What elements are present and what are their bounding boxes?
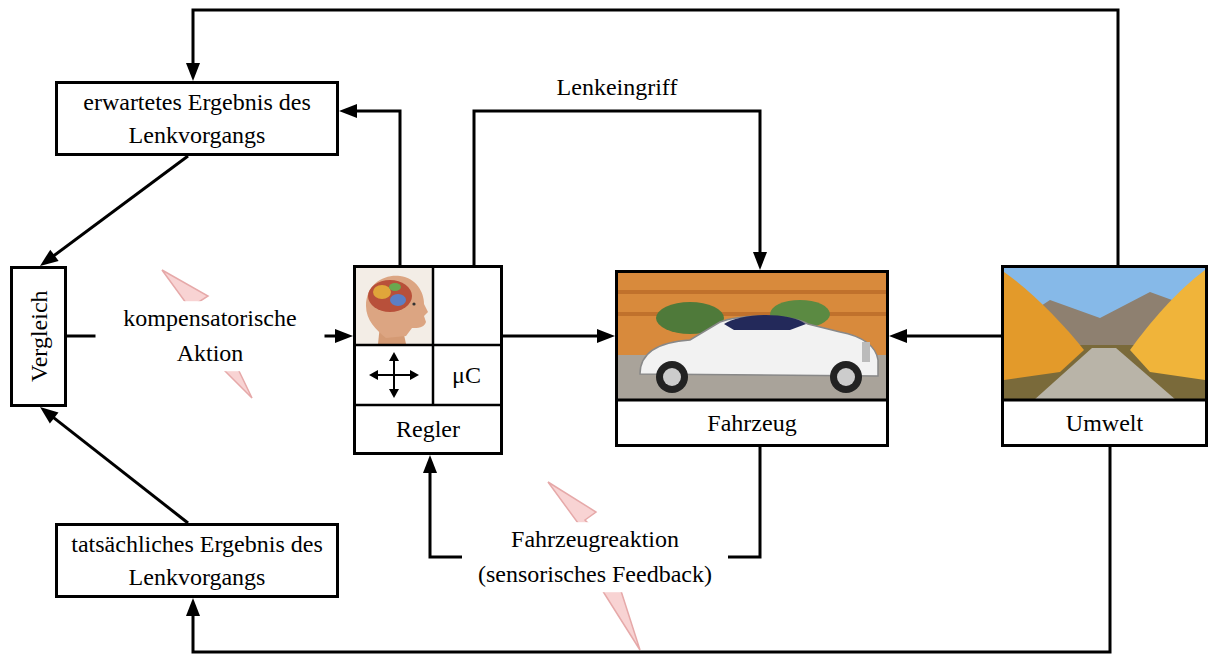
head-brain	[368, 280, 412, 312]
brain-region	[373, 285, 391, 299]
node-text: Fahrzeug	[707, 407, 796, 439]
car-rim	[663, 368, 681, 386]
arrowhead	[186, 598, 200, 616]
result-box: tatsächliches Ergebnis des Lenkvorgangs	[55, 523, 339, 598]
connector-line	[193, 447, 1110, 652]
connector	[67, 329, 353, 343]
connector-line	[67, 335, 339, 338]
controller-grid-line	[432, 268, 435, 405]
car-top	[724, 315, 806, 330]
arrowhead	[40, 250, 59, 266]
connector-line	[903, 335, 1001, 338]
arrowhead	[423, 455, 437, 473]
arrowhead	[335, 329, 353, 343]
head-picture-ground	[356, 268, 433, 345]
node-text: Umwelt	[1066, 407, 1143, 439]
connector	[503, 329, 615, 343]
connector	[186, 447, 1110, 652]
car-wheel	[830, 361, 862, 393]
car-wheel	[656, 361, 688, 393]
cross-arrow-head	[369, 370, 378, 380]
text-area: erwartetes Ergebnis des Lenkvorgangs	[58, 84, 336, 153]
connector-line	[430, 447, 760, 557]
text-area: μC	[433, 345, 500, 405]
arrowhead	[597, 329, 615, 343]
node-text: Vergleich	[22, 291, 54, 383]
edge-label: Lenkeingriff	[557, 70, 678, 105]
brain-region	[389, 283, 401, 291]
connector	[186, 10, 1118, 265]
node-text: μC	[452, 359, 481, 391]
connector-line	[193, 10, 1118, 265]
connector-line	[474, 111, 760, 265]
environment-box: Umwelt	[1001, 265, 1208, 447]
landscape-trees	[1004, 272, 1084, 380]
car-picture-stripe	[618, 290, 886, 294]
microcontroller-cell: μC	[433, 345, 500, 405]
controller-box: Regler μC	[353, 265, 503, 455]
node-text: tatsächliches Ergebnis des Lenkvorgangs	[60, 528, 334, 593]
connector	[889, 329, 1001, 343]
node-text: erwartetes Ergebnis des Lenkvorgangs	[60, 86, 334, 151]
car-rim	[837, 368, 855, 386]
text-area: Regler	[356, 407, 500, 452]
compare-box: Vergleich	[10, 266, 67, 407]
caption-divider	[1004, 399, 1205, 402]
lightning-bolt	[548, 482, 640, 650]
arrowhead	[889, 329, 907, 343]
cross-arrow-line	[393, 357, 395, 393]
connector	[423, 447, 760, 557]
connector	[40, 407, 188, 523]
caption-divider	[618, 399, 886, 402]
brain-region	[390, 294, 406, 306]
text-area: Vergleich	[13, 269, 64, 404]
connector-line	[51, 416, 188, 523]
head-eye	[412, 302, 415, 305]
cross-arrow-head	[389, 352, 399, 361]
arrowhead	[753, 252, 767, 270]
controller-grid-line	[356, 344, 500, 347]
connector-line	[503, 335, 601, 338]
edge-label: kompensatorische Aktion	[96, 301, 325, 371]
text-area: Umwelt	[1004, 402, 1205, 444]
connector-line	[353, 111, 400, 265]
head-face	[366, 276, 428, 338]
arrowhead	[186, 63, 200, 81]
cross-arrow-head	[389, 389, 399, 398]
edge-label: Fahrzeugreaktion (sensorisches Feedback)	[462, 522, 728, 592]
landscape-road	[1034, 348, 1176, 400]
arrowhead	[40, 407, 58, 424]
connector	[474, 111, 767, 270]
connector	[40, 156, 188, 266]
text-area: Fahrzeug	[618, 403, 886, 444]
text-area: tatsächliches Ergebnis des Lenkvorgangs	[58, 526, 336, 595]
result-box: erwartetes Ergebnis des Lenkvorgangs	[55, 81, 339, 156]
landscape-trees	[1130, 270, 1205, 380]
lightning-bolt	[162, 270, 252, 398]
car-grille	[862, 342, 870, 362]
connector-line	[51, 156, 188, 258]
arrowhead	[339, 104, 357, 118]
node-text: Regler	[396, 413, 460, 445]
cross-arrow-head	[410, 370, 419, 380]
connector	[339, 104, 400, 265]
vehicle-box: Fahrzeug	[615, 270, 889, 447]
controller-grid-line	[356, 404, 500, 407]
